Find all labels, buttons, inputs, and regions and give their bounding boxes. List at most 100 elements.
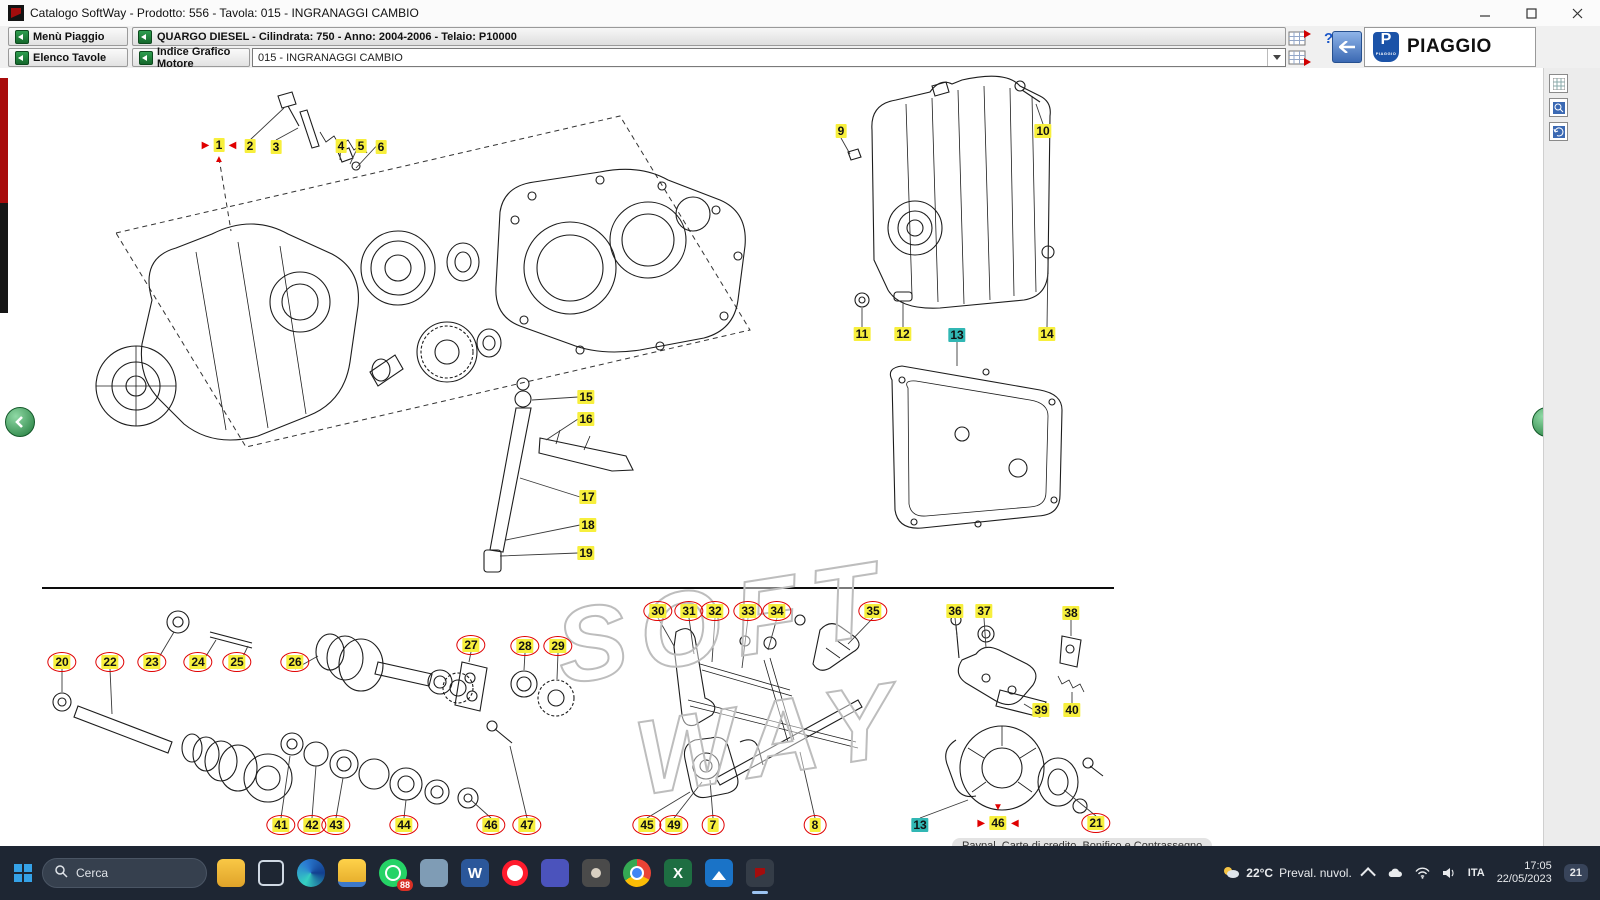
notification-count-badge[interactable]: 21 bbox=[1564, 864, 1588, 882]
part-label-46[interactable]: 46 bbox=[476, 815, 505, 835]
part-label-14[interactable]: 14 bbox=[1038, 327, 1055, 341]
menu-piaggio-button[interactable]: Menù Piaggio bbox=[8, 27, 128, 46]
keyboard-language-indicator[interactable]: ITA bbox=[1468, 867, 1485, 879]
part-label-44[interactable]: 44 bbox=[389, 815, 418, 835]
part-label-34[interactable]: 34 bbox=[762, 601, 791, 621]
combobox-dropdown-icon[interactable] bbox=[1267, 49, 1285, 66]
part-label-35[interactable]: 35 bbox=[858, 601, 887, 621]
part-label-10[interactable]: 10 bbox=[1034, 124, 1051, 138]
table-print-icon[interactable] bbox=[1288, 48, 1312, 67]
part-label-26[interactable]: 26 bbox=[280, 652, 309, 672]
taskbar-icon-calculator[interactable] bbox=[420, 859, 448, 887]
taskbar-icon-softway-catalog[interactable] bbox=[746, 859, 774, 887]
onedrive-cloud-icon[interactable] bbox=[1387, 867, 1403, 879]
part-label-33[interactable]: 33 bbox=[733, 601, 762, 621]
part-label-20[interactable]: 20 bbox=[47, 652, 76, 672]
part-label-13[interactable]: 13 bbox=[948, 328, 965, 342]
part-label-7[interactable]: 7 bbox=[702, 815, 725, 835]
part-label-9[interactable]: 9 bbox=[836, 124, 847, 138]
part-label-16[interactable]: 16 bbox=[577, 412, 594, 426]
volume-icon[interactable] bbox=[1442, 867, 1456, 879]
part-label-39[interactable]: 39 bbox=[1032, 703, 1049, 717]
minimize-button[interactable] bbox=[1462, 0, 1508, 26]
part-label-5[interactable]: 5 bbox=[356, 139, 367, 153]
taskbar-icon-word[interactable]: W bbox=[461, 859, 489, 887]
part-label-6[interactable]: 6 bbox=[376, 140, 387, 154]
part-label-49[interactable]: 49 bbox=[659, 815, 688, 835]
search-icon bbox=[55, 865, 68, 881]
part-label-45[interactable]: 45 bbox=[632, 815, 661, 835]
part-label-13[interactable]: 13 bbox=[911, 818, 928, 832]
taskbar-clock[interactable]: 17:05 22/05/2023 bbox=[1497, 860, 1552, 886]
part-label-32[interactable]: 32 bbox=[700, 601, 729, 621]
windows-taskbar: Cerca 88 W X 22°C Preval. nuvol. ITA bbox=[0, 846, 1600, 900]
taskbar-icon-teams[interactable] bbox=[541, 859, 569, 887]
part-label-31[interactable]: 31 bbox=[674, 601, 703, 621]
navigate-back-button[interactable] bbox=[1332, 31, 1362, 63]
part-label-2[interactable]: 2 bbox=[245, 139, 256, 153]
taskbar-icon-edge[interactable] bbox=[297, 859, 325, 887]
part-label-41[interactable]: 41 bbox=[266, 815, 295, 835]
taskbar-icon-chrome[interactable] bbox=[623, 859, 651, 887]
part-label-3[interactable]: 3 bbox=[271, 140, 282, 154]
table-export-icon[interactable] bbox=[1288, 29, 1312, 48]
part-label-8[interactable]: 8 bbox=[804, 815, 827, 835]
part-label-24[interactable]: 24 bbox=[183, 652, 212, 672]
taskbar-search-input[interactable]: Cerca bbox=[42, 858, 207, 888]
weather-icon bbox=[1222, 865, 1240, 882]
part-label-22[interactable]: 22 bbox=[95, 652, 124, 672]
part-label-46[interactable]: 46▶◀▼ bbox=[989, 816, 1006, 830]
taskbar-icon-gimp[interactable] bbox=[582, 859, 610, 887]
part-label-25[interactable]: 25 bbox=[222, 652, 251, 672]
refresh-tool-icon[interactable] bbox=[1549, 122, 1568, 141]
piaggio-shield-icon: PPIAGGIO bbox=[1373, 32, 1399, 62]
indice-grafico-motore-button[interactable]: Indice Grafico Motore bbox=[132, 48, 250, 67]
vehicle-header-bar[interactable]: QUARGO DIESEL - Cilindrata: 750 - Anno: … bbox=[132, 27, 1286, 46]
part-label-38[interactable]: 38 bbox=[1062, 606, 1079, 620]
clock-date: 22/05/2023 bbox=[1497, 873, 1552, 886]
previous-table-button[interactable] bbox=[5, 407, 35, 437]
taskbar-icon-photos[interactable] bbox=[705, 859, 733, 887]
part-label-12[interactable]: 12 bbox=[894, 327, 911, 341]
elenco-tavole-button[interactable]: Elenco Tavole bbox=[8, 48, 128, 67]
start-button[interactable] bbox=[6, 854, 40, 892]
part-label-19[interactable]: 19 bbox=[577, 546, 594, 560]
green-back-arrow-icon bbox=[15, 51, 29, 65]
maximize-button[interactable] bbox=[1508, 0, 1554, 26]
table-select-combobox[interactable]: 015 - INGRANAGGI CAMBIO bbox=[252, 48, 1286, 67]
taskbar-icon-photos-folder[interactable] bbox=[217, 859, 245, 887]
taskbar-icon-excel[interactable]: X bbox=[664, 859, 692, 887]
part-label-17[interactable]: 17 bbox=[579, 490, 596, 504]
part-label-11[interactable]: 11 bbox=[854, 327, 871, 341]
part-label-15[interactable]: 15 bbox=[577, 390, 594, 404]
taskbar-icon-opera[interactable] bbox=[502, 860, 528, 886]
zoom-tool-icon[interactable] bbox=[1549, 98, 1568, 117]
part-label-28[interactable]: 28 bbox=[510, 636, 539, 656]
part-label-18[interactable]: 18 bbox=[579, 518, 596, 532]
part-label-4[interactable]: 4 bbox=[336, 139, 347, 153]
close-button[interactable] bbox=[1554, 0, 1600, 26]
part-label-27[interactable]: 27 bbox=[456, 635, 485, 655]
tray-overflow-chevron-icon[interactable] bbox=[1360, 867, 1376, 883]
part-label-40[interactable]: 40 bbox=[1063, 703, 1080, 717]
vehicle-header-label: QUARGO DIESEL - Cilindrata: 750 - Anno: … bbox=[157, 31, 517, 43]
piaggio-logo: PPIAGGIO PIAGGIO bbox=[1364, 27, 1536, 67]
part-label-1[interactable]: 1▶◀▲ bbox=[214, 138, 225, 152]
part-label-30[interactable]: 30 bbox=[643, 601, 672, 621]
part-label-37[interactable]: 37 bbox=[975, 604, 992, 618]
taskbar-badge-whatsapp: 88 bbox=[397, 879, 413, 891]
part-label-29[interactable]: 29 bbox=[543, 636, 572, 656]
wifi-icon[interactable] bbox=[1415, 867, 1430, 879]
taskbar-icon-whatsapp[interactable]: 88 bbox=[379, 859, 407, 887]
weather-widget[interactable]: 22°C Preval. nuvol. bbox=[1222, 865, 1352, 882]
taskbar-icon-task-view[interactable] bbox=[258, 860, 284, 886]
grid-tool-icon[interactable] bbox=[1549, 74, 1568, 93]
part-label-47[interactable]: 47 bbox=[512, 815, 541, 835]
part-label-43[interactable]: 43 bbox=[321, 815, 350, 835]
taskbar-icon-file-explorer[interactable] bbox=[338, 859, 366, 887]
elenco-tavole-label: Elenco Tavole bbox=[33, 52, 106, 64]
part-label-36[interactable]: 36 bbox=[946, 604, 963, 618]
part-label-23[interactable]: 23 bbox=[137, 652, 166, 672]
weather-temp: 22°C bbox=[1246, 866, 1273, 880]
part-label-21[interactable]: 21 bbox=[1081, 813, 1110, 833]
